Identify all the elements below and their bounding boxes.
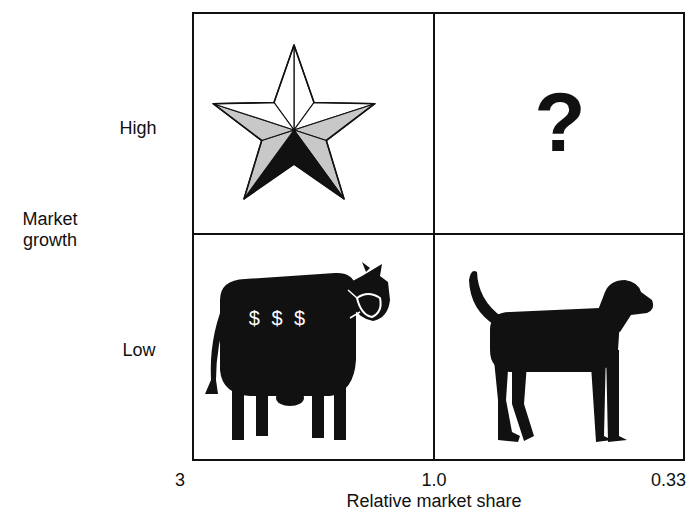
question-mark-icon: ? xyxy=(534,74,585,171)
dog-icon xyxy=(469,271,653,442)
tick-value: 1.0 xyxy=(421,470,446,491)
icon-part xyxy=(294,130,344,199)
icon-part xyxy=(276,390,304,406)
icon-part xyxy=(595,280,653,332)
axis-title: Market growth xyxy=(10,209,90,250)
icon-part xyxy=(213,103,294,131)
icon-part xyxy=(312,388,324,438)
icon-part xyxy=(348,290,360,318)
icon-part xyxy=(469,271,502,326)
icon-part xyxy=(606,350,627,442)
icon-part xyxy=(244,130,294,199)
icon-part xyxy=(220,273,356,396)
icon-part xyxy=(362,262,370,272)
icon-part xyxy=(244,130,294,199)
matrix-divider xyxy=(433,13,435,460)
icon-part xyxy=(232,388,244,440)
icon-part xyxy=(345,264,390,321)
axis-title: Relative market share xyxy=(346,491,521,512)
icon-part xyxy=(294,130,344,199)
icon-part xyxy=(334,386,346,440)
icon-part xyxy=(205,305,228,394)
matrix-divider xyxy=(193,233,684,235)
cow-icon xyxy=(205,262,390,440)
axis-level-label: Low xyxy=(122,340,155,361)
icon-part xyxy=(213,45,375,199)
axis-level-label: High xyxy=(119,118,156,139)
star-icon xyxy=(213,45,375,199)
tick-value: 3 xyxy=(175,470,185,491)
icon-part xyxy=(512,350,534,441)
icon-part xyxy=(357,294,381,317)
matrix-frame xyxy=(193,13,684,460)
icon-part xyxy=(256,388,268,436)
tick-value: 0.33 xyxy=(651,470,686,491)
dollar-signs: $ $ $ xyxy=(249,307,305,330)
